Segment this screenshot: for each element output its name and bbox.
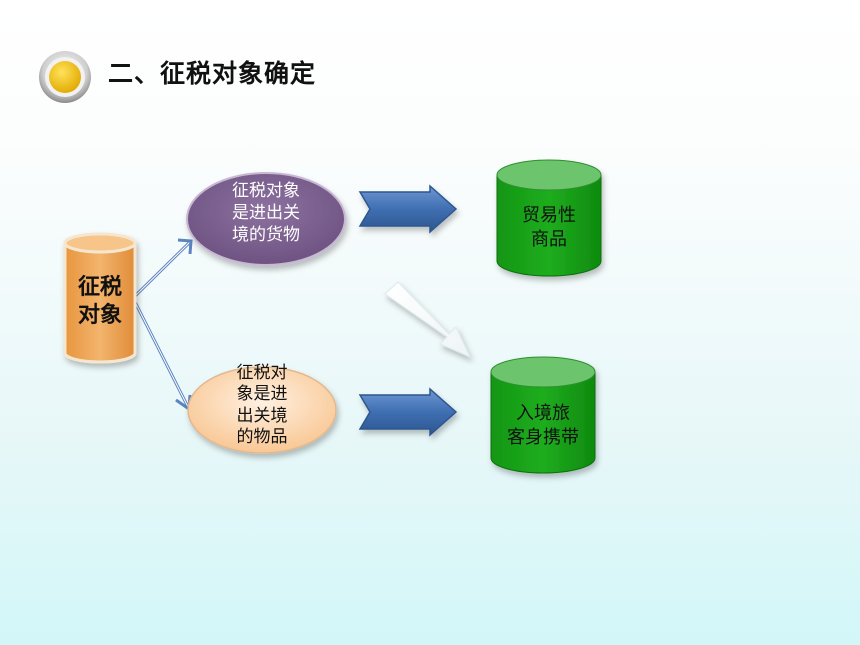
source-to-articles-connector [131, 297, 192, 412]
trade-goods-label-line: 商品 [531, 229, 567, 251]
source-label: 征税 对象 [65, 274, 135, 329]
articles-label: 征税对 象是进 出关境 的物品 [212, 363, 312, 448]
source-to-goods-connector [131, 238, 193, 300]
title-bullet-icon [39, 51, 91, 103]
articles-label-line: 象是进 [236, 384, 288, 405]
goods-label-line: 境的货物 [232, 225, 300, 246]
goods-ellipse [186, 172, 346, 266]
traveler-items-label-line: 入境旅 [516, 403, 570, 424]
goods-to-trade-arrow [358, 184, 458, 234]
traveler-items-cylinder [490, 356, 596, 474]
goods-label-line: 征税对象 [232, 181, 300, 201]
trade-goods-label-line: 贸易性 [522, 205, 576, 226]
goods-label: 征税对象 是进出关 境的货物 [206, 180, 326, 246]
trade-goods-cylinder [496, 159, 602, 277]
articles-label-line: 的物品 [236, 426, 288, 447]
trade-goods-label: 贸易性 商品 [497, 204, 601, 253]
articles-label-line: 征税对 [236, 363, 288, 383]
goods-label-line: 是进出关 [232, 203, 300, 224]
traveler-items-label: 入境旅 客身携带 [491, 402, 595, 451]
diagonal-white-arrow [384, 281, 472, 358]
page-title: 二、征税对象确定 [108, 59, 317, 88]
traveler-items-label-line: 客身携带 [507, 427, 579, 449]
source-label-line: 对象 [77, 302, 122, 328]
source-label-line: 征税 [77, 275, 122, 300]
articles-ellipse [187, 366, 337, 454]
articles-label-line: 出关境 [236, 405, 288, 426]
articles-to-traveler-arrow [358, 387, 458, 437]
source-cylinder [63, 232, 137, 364]
